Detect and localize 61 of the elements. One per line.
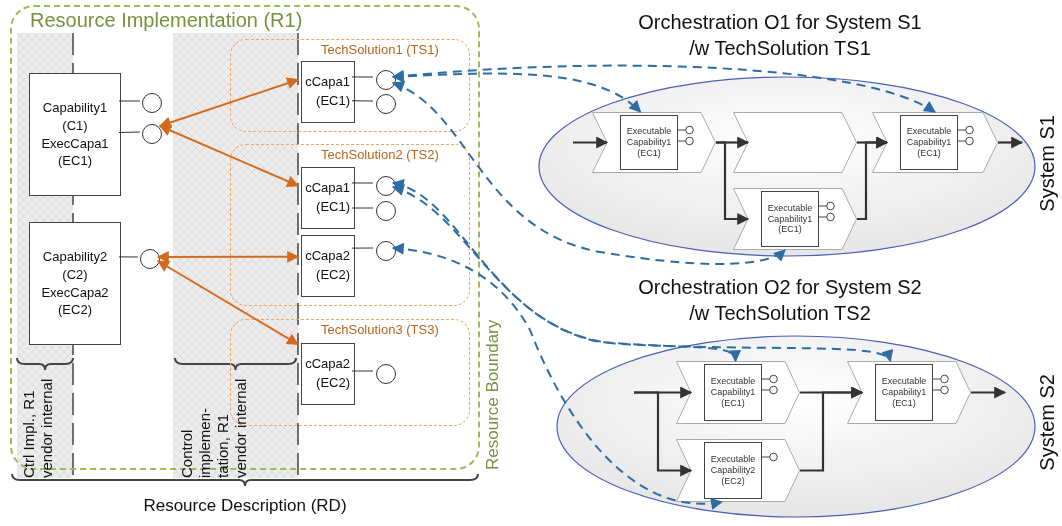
double-arrow bbox=[391, 64, 937, 113]
capability-box: cCapa1 (EC1) bbox=[301, 167, 355, 229]
connector-line bbox=[118, 131, 141, 133]
group-title: TechSolution3 (TS3) bbox=[321, 322, 439, 337]
connector-line bbox=[118, 256, 139, 258]
dashed-group bbox=[230, 144, 470, 306]
arrow bbox=[634, 391, 693, 477]
capability-box: Capability2 (C2) ExecCapa2 (EC2) bbox=[29, 222, 121, 345]
bracket-label: Ctrl Impl., R1 vendor internal bbox=[20, 378, 56, 478]
port-circle bbox=[376, 364, 396, 384]
capability-box: Executable Capability1 (EC1) bbox=[875, 364, 933, 421]
port-circle bbox=[142, 124, 162, 144]
capability-box: Executable Capability1 (EC1) bbox=[704, 364, 762, 421]
boundary-label: Resource Boundary bbox=[483, 318, 503, 470]
capability-box: Executable Capability1 (EC1) bbox=[620, 115, 678, 170]
system-label: System S1 bbox=[1036, 115, 1059, 212]
double-arrow bbox=[391, 243, 724, 509]
port-circle bbox=[376, 201, 396, 221]
port-circle bbox=[140, 249, 160, 269]
connector-line bbox=[351, 247, 374, 249]
dashed-group bbox=[230, 319, 470, 426]
port-circle bbox=[376, 241, 396, 261]
port-circle bbox=[142, 93, 162, 113]
connector-line bbox=[351, 207, 374, 209]
capability-box: Executable Capability1 (EC1) bbox=[761, 191, 819, 247]
double-arrow bbox=[158, 124, 300, 187]
capability-box: cCapa2 (EC2) bbox=[301, 343, 355, 405]
connector-line bbox=[351, 76, 374, 78]
group-title: Resource Implementation (R1) bbox=[28, 9, 305, 32]
capability-box: cCapa1 (EC1) bbox=[301, 61, 355, 123]
arrow bbox=[800, 386, 864, 472]
double-arrow bbox=[158, 77, 300, 129]
arrow bbox=[573, 136, 609, 149]
bracket-label: Resource Description (RD) bbox=[142, 496, 348, 517]
double-arrow bbox=[391, 185, 892, 362]
port-circle bbox=[376, 94, 396, 114]
connector-line bbox=[351, 182, 374, 184]
capability-box: cCapa2 (EC2) bbox=[301, 235, 355, 297]
double-arrow bbox=[391, 180, 740, 363]
arrow bbox=[998, 136, 1024, 149]
connector-line bbox=[351, 370, 374, 372]
port-circle bbox=[376, 70, 396, 90]
connector-line bbox=[351, 100, 374, 102]
port-circle bbox=[376, 176, 396, 196]
double-arrow bbox=[156, 250, 300, 263]
connector-line bbox=[118, 100, 141, 102]
capability-box: Capability1 (C1) ExecCapa1 (EC1) bbox=[29, 73, 121, 196]
arrow bbox=[716, 141, 750, 225]
capability-box: Executable Capability1 (EC1) bbox=[900, 115, 958, 170]
orchestration-title: Orchestration O1 for System S1 /w TechSolution TS1 bbox=[637, 10, 923, 61]
capability-box: Executable Capability2 (EC2) bbox=[704, 442, 762, 499]
system-label: System S2 bbox=[1036, 374, 1059, 471]
bracket-label: Control implemen- tation, R1 vendor internal bbox=[178, 378, 250, 478]
orchestration-title: Orchestration O2 for System S2 /w TechSolution TS2 bbox=[637, 275, 923, 326]
dashed-group bbox=[230, 39, 470, 132]
group-title: TechSolution1 (TS1) bbox=[321, 42, 439, 57]
arrow bbox=[971, 386, 1007, 399]
arrow bbox=[857, 136, 889, 221]
double-arrow bbox=[156, 260, 300, 346]
double-arrow bbox=[391, 82, 787, 265]
group-title: TechSolution2 (TS2) bbox=[321, 147, 439, 162]
